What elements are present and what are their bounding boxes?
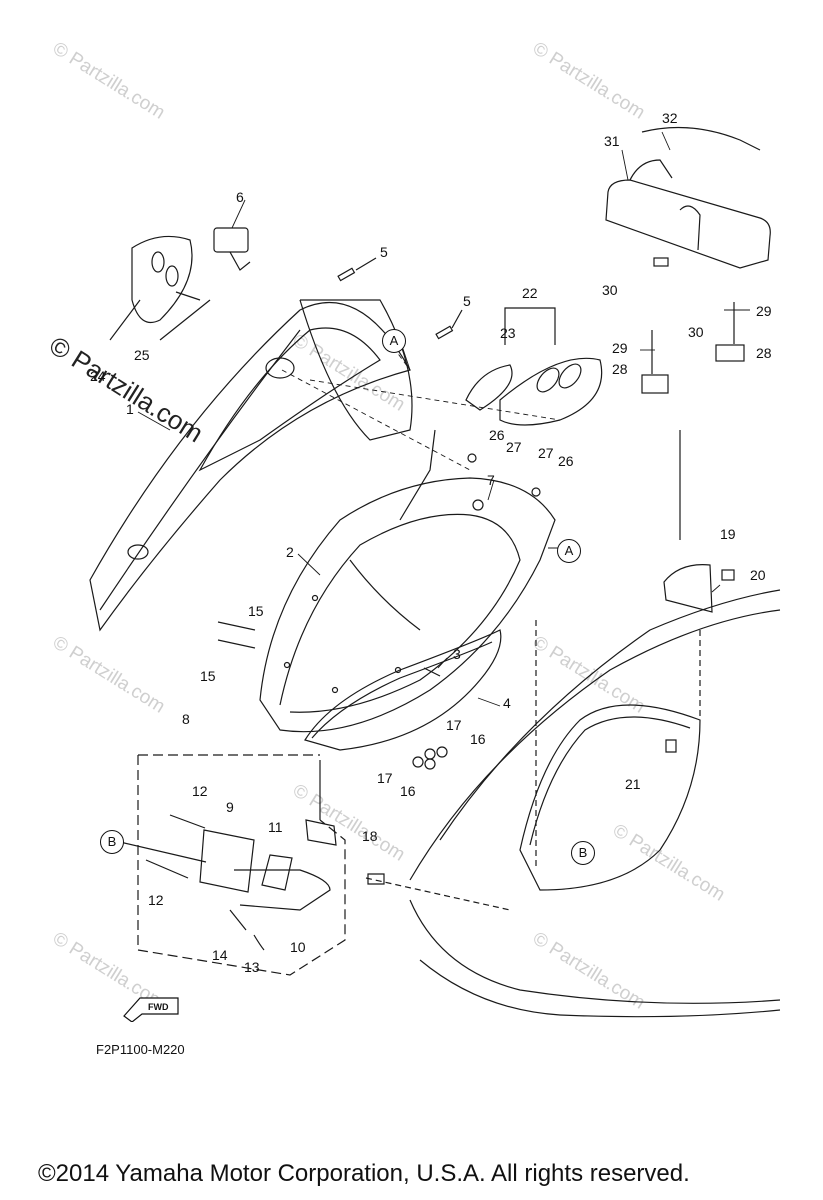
- ref-marker-a: A: [382, 329, 406, 353]
- gasket-part: [304, 629, 502, 751]
- callout-29b: 29: [756, 303, 772, 319]
- callout-6: 6: [236, 189, 244, 205]
- callout-32: 32: [662, 110, 678, 126]
- callout-7: 7: [487, 472, 495, 488]
- ref-marker-a: A: [557, 539, 581, 563]
- callout-18: 18: [362, 828, 378, 844]
- callout-3: 3: [453, 646, 461, 662]
- callout-25: 25: [134, 347, 150, 363]
- hook-assembly: [119, 754, 346, 976]
- callout-4: 4: [503, 695, 511, 711]
- ref-marker-b: B: [100, 830, 124, 854]
- left-cover-part: [109, 235, 211, 341]
- callout-27a: 27: [506, 439, 522, 455]
- battery-box-part: [605, 126, 771, 394]
- callout-5a: 5: [380, 244, 388, 260]
- callout-12b: 12: [148, 892, 164, 908]
- callout-11: 11: [268, 819, 283, 835]
- callout-31: 31: [604, 133, 620, 149]
- callout-23: 23: [500, 325, 516, 341]
- fwd-arrow-icon: FWD: [123, 997, 179, 1022]
- fwd-label: FWD: [148, 1002, 169, 1012]
- callout-15a: 15: [248, 603, 264, 619]
- copyright-notice: ©2014 Yamaha Motor Corporation, U.S.A. A…: [38, 1160, 690, 1187]
- callout-20: 20: [750, 567, 766, 583]
- callout-13: 13: [244, 959, 260, 975]
- callout-28b: 28: [756, 345, 772, 361]
- callout-2: 2: [286, 544, 294, 560]
- callout-10: 10: [290, 939, 306, 955]
- latch-part: [663, 564, 735, 613]
- callout-30b: 30: [688, 324, 704, 340]
- callout-1: 1: [126, 401, 134, 417]
- ref-marker-b: B: [571, 841, 595, 865]
- callout-28a: 28: [612, 361, 628, 377]
- callout-24: 24: [90, 368, 106, 384]
- right-cover-part: [465, 307, 603, 426]
- callout-30a: 30: [602, 282, 618, 298]
- callout-16b: 16: [400, 783, 416, 799]
- callout-19: 19: [720, 526, 736, 542]
- callout-17a: 17: [446, 717, 462, 733]
- callout-29a: 29: [612, 340, 628, 356]
- callout-17b: 17: [377, 770, 393, 786]
- callout-27b: 27: [538, 445, 554, 461]
- callout-8: 8: [182, 711, 190, 727]
- hull-outline: [409, 430, 781, 1018]
- callout-5b: 5: [463, 293, 471, 309]
- callout-14: 14: [212, 947, 228, 963]
- strip-parts: [337, 257, 463, 340]
- callout-26a: 26: [489, 427, 505, 443]
- storage-bin-part: [259, 429, 556, 733]
- callout-26b: 26: [558, 453, 574, 469]
- leader-lines: [137, 131, 750, 707]
- lock-part: [213, 227, 251, 271]
- callout-22: 22: [522, 285, 538, 301]
- callout-16a: 16: [470, 731, 486, 747]
- callout-12a: 12: [192, 783, 208, 799]
- callout-9: 9: [226, 799, 234, 815]
- callout-21: 21: [625, 776, 641, 792]
- diagram-code: F2P1100-M220: [96, 1042, 185, 1057]
- callout-15b: 15: [200, 668, 216, 684]
- fasteners: [217, 453, 677, 911]
